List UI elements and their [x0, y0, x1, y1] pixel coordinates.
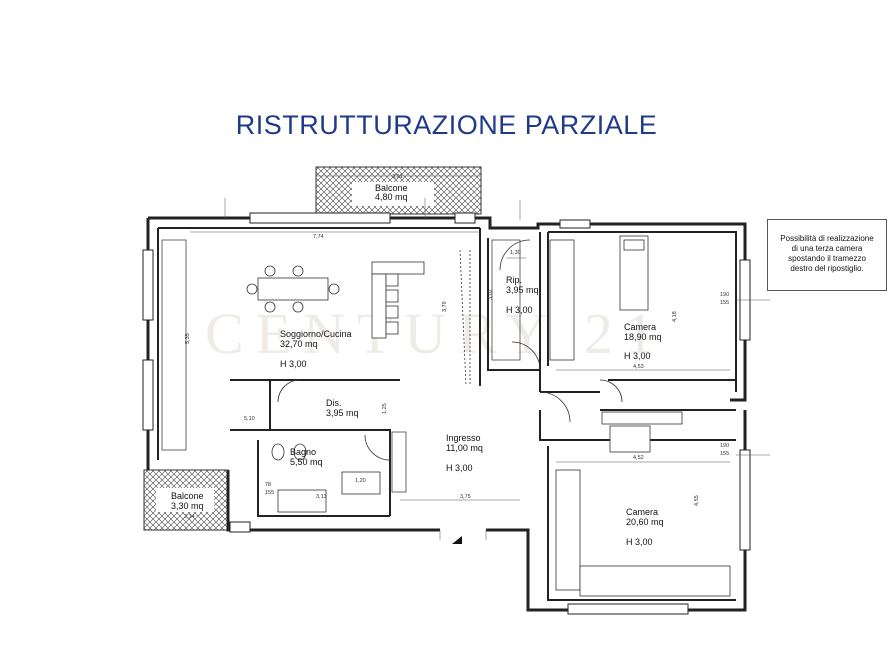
bagno-name: Bagno	[290, 447, 316, 457]
bagno-area: 5,50 mq	[290, 457, 323, 467]
ingresso-area: 11,00 mq	[446, 443, 483, 453]
dim-78: 78	[265, 482, 271, 488]
dim-510: 5,10	[244, 416, 255, 422]
soggiorno-name: Soggiorno/Cucina	[280, 329, 352, 339]
camera1-name: Camera	[624, 322, 656, 332]
ingresso-name: Ingresso	[446, 433, 481, 443]
sofa	[371, 261, 425, 339]
dining-table	[246, 265, 340, 313]
dim-455: 4,55	[694, 495, 700, 506]
balcone-top-name: Balcone	[375, 183, 408, 193]
dim-190b: 190	[720, 443, 729, 449]
camera2-area: 20,60 mq	[626, 517, 664, 527]
wardrobe-rip	[491, 239, 521, 361]
inner-walls	[157, 227, 737, 601]
kitchen-counter	[161, 239, 187, 451]
century21-watermark: CENTURY 21	[205, 301, 667, 366]
camera1-area: 18,90 mq	[624, 332, 662, 342]
note-line-1: Possibilità di realizzazione	[780, 234, 874, 243]
note-line-4: destro del ripostiglio.	[790, 264, 864, 273]
ingresso-height: H 3,00	[446, 463, 473, 473]
dim-379: 3,79	[442, 301, 448, 312]
wardrobe	[391, 431, 407, 493]
soggiorno-height: H 3,00	[280, 359, 307, 369]
dim-155c: 155	[720, 451, 729, 457]
bed-camera1	[549, 235, 649, 361]
dim-214: 2,14	[184, 514, 195, 520]
dim-190a: 190	[720, 292, 729, 298]
dis-area: 3,95 mq	[326, 408, 359, 418]
dim-535: 5,35	[185, 333, 191, 344]
rip-height: H 3,00	[506, 305, 533, 315]
camera1-height: H 3,00	[624, 351, 651, 361]
bed-camera2	[555, 411, 731, 597]
bathroom-fixtures	[271, 443, 381, 513]
dim-452: 4,52	[633, 455, 644, 461]
balcone-top-area: 4,80 mq	[375, 192, 408, 202]
balcone-left-name: Balcone	[171, 491, 204, 501]
balcone-left-area: 3,30 mq	[171, 501, 204, 511]
dis-name: Dis.	[326, 398, 342, 408]
dim-774: 7,74	[313, 234, 324, 240]
rip-name: Rip.	[506, 275, 522, 285]
dim-302: 3,02	[488, 289, 494, 300]
dim-313: 3,13	[316, 494, 327, 500]
dim-453: 4,53	[633, 364, 644, 370]
dim-155a: 155	[265, 490, 274, 496]
note-line-3: spostando il tramezzo	[788, 254, 866, 263]
rip-area: 3,95 mq	[506, 285, 539, 295]
page-title: RISTRUTTURAZIONE PARZIALE	[235, 110, 658, 140]
dim-155b: 155	[720, 300, 729, 306]
dim-391: 3,91	[392, 174, 403, 180]
dim-418: 4,18	[672, 311, 678, 322]
dimension-lines	[190, 175, 770, 540]
camera2-height: H 3,00	[626, 537, 653, 547]
doors	[277, 239, 623, 461]
dim-120: 1,20	[355, 478, 366, 484]
entrance-arrow-icon	[452, 536, 462, 544]
dim-375: 3,75	[460, 494, 471, 500]
annotation-note: Possibilità di realizzazione di una terz…	[767, 219, 887, 291]
dim-125: 1,25	[382, 403, 388, 414]
soggiorno-area: 32,70 mq	[280, 339, 318, 349]
dim-130: 1,30	[510, 250, 521, 256]
camera2-name: Camera	[626, 507, 658, 517]
balcone-top	[315, 166, 482, 215]
note-line-2: di una terza camera	[791, 244, 863, 253]
